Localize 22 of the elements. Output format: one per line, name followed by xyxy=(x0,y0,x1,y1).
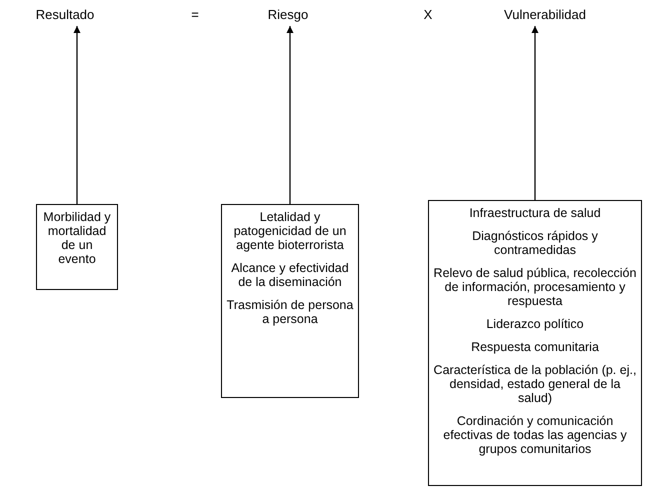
arrow xyxy=(74,26,80,204)
box-text: Diagnósticos rápidos y contramedidas xyxy=(471,229,599,257)
box-text: Morbilidad y mortalidad de un evento xyxy=(42,210,112,266)
box-text: Relevo de salud pública, recolección de información, procesamiento y respuesta xyxy=(433,266,637,308)
node-label: Riesgo xyxy=(243,6,333,24)
text-box xyxy=(36,204,118,290)
operator-symbol: = xyxy=(190,6,200,24)
box-text: Letalidad y patogenicidad de un agente bioterrorista xyxy=(232,210,348,252)
box-text: Característica de la población (p. ej., densidad, estado general de la salud) xyxy=(433,363,637,405)
box-text: Respuesta comunitaria xyxy=(471,340,599,354)
operator-symbol: X xyxy=(422,6,434,24)
box-text: Trasmisión de persona a persona xyxy=(226,298,354,326)
arrow xyxy=(532,26,538,200)
arrow xyxy=(286,26,294,204)
node-label: Resultado xyxy=(20,6,110,24)
box-text: Infraestructura de salud xyxy=(469,206,601,220)
text-box xyxy=(428,200,642,486)
node-label: Vulnerabilidad xyxy=(488,6,602,24)
text-box xyxy=(221,204,359,398)
box-text: Alcance y efectividad de la diseminación xyxy=(230,261,350,289)
box-text: Liderazco político xyxy=(486,317,584,331)
box-text: Cordinación y comunicación efectivas de todas las agencias y grupos comunitarios xyxy=(442,414,628,456)
